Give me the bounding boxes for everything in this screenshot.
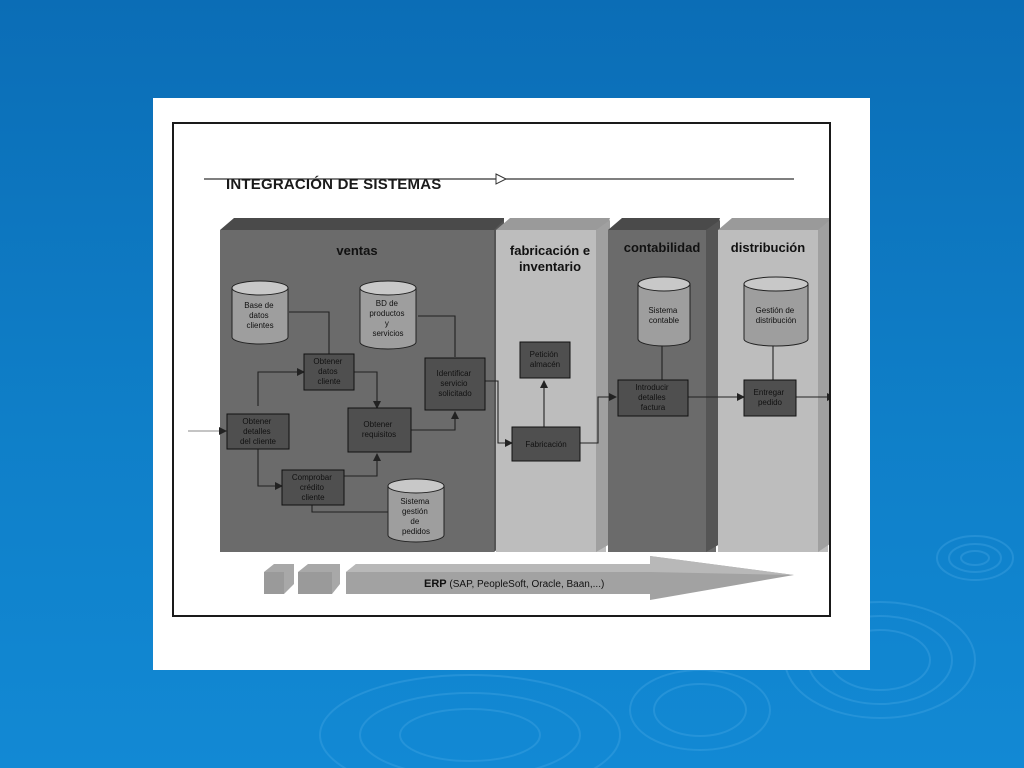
svg-text:Sistema gestión: Sistema gestión de pedidos <box>400 497 431 536</box>
svg-text:Obtener datos: Obtener datos cliente <box>313 357 344 386</box>
svg-text:Introducir detalles: Introducir detalles factura <box>635 383 671 412</box>
column-fabricacion: fabricación e inventario <box>496 218 610 552</box>
diagram-frame: ventas fabricación e inventario contabil… <box>172 122 831 617</box>
box-entregar-pedido: Entregar pedido <box>743 379 797 417</box>
erp-integration-diagram: ventas fabricación e inventario contabil… <box>188 173 829 600</box>
erp-label: ERP (SAP, PeopleSoft, Oracle, Baan,...) <box>424 578 604 590</box>
box-identificar-servicio: Identificar servicio solicitado <box>424 357 486 411</box>
column-label-fabricacion-1: fabricación e <box>510 243 590 258</box>
column-label-contabilidad: contabilidad <box>624 240 701 255</box>
box-obtener-datos-cliente: Obtener datos cliente <box>303 353 355 391</box>
erp-bar: ERP (SAP, PeopleSoft, Oracle, Baan,...) <box>264 556 794 600</box>
svg-text:Entregar pedido: Entregar pedido <box>754 388 787 407</box>
column-label-ventas: ventas <box>336 243 377 258</box>
box-obtener-requisitos: Obtener requisitos <box>347 407 412 453</box>
svg-text:Identificar servicio: Identificar servicio solicitado <box>437 369 474 398</box>
svg-text:Comprobar crédito: Comprobar crédito cliente <box>292 473 334 502</box>
svg-text:BD de productos: BD de productos y servicios <box>369 299 406 338</box>
svg-text:Fabricación: Fabricación <box>525 440 566 449</box>
db-productos-servicios: BD de productos y servicios <box>359 280 417 350</box>
svg-text:Petición almacén: Petición almacén <box>530 350 561 369</box>
box-peticion-almacen: Petición almacén <box>519 341 571 379</box>
svg-text:Base de datos: Base de datos clientes <box>244 301 276 330</box>
db-sistema-gestion-pedidos: Sistema gestión de pedidos <box>387 478 445 543</box>
db-gestion-distribucion: Gestión de distribución <box>743 276 809 347</box>
box-introducir-detalles-factura: Introducir detalles factura <box>617 379 689 417</box>
svg-text:Gestión de distribuc: Gestión de distribución <box>756 306 797 325</box>
column-label-fabricacion-2: inventario <box>519 259 581 274</box>
slide-panel: ventas fabricación e inventario contabil… <box>153 98 870 670</box>
column-label-distribucion: distribución <box>731 240 805 255</box>
box-comprobar-credito: Comprobar crédito cliente <box>281 469 345 506</box>
box-fabricacion: Fabricación <box>511 426 581 462</box>
box-obtener-detalles-cliente: Obtener detalles del cliente <box>226 413 290 450</box>
svg-text:Obtener requisitos: Obtener requisitos <box>362 420 396 439</box>
db-sistema-contable: Sistema contable <box>637 276 691 347</box>
svg-text:Sistema contable: Sistema contable <box>648 306 679 325</box>
page-title: INTEGRACIÓN DE SISTEMAS <box>226 176 442 193</box>
db-base-datos-clientes: Base de datos clientes <box>231 280 289 345</box>
svg-text:Obtener detalles: Obtener detalles del cliente <box>240 417 277 446</box>
connectors <box>188 311 829 513</box>
